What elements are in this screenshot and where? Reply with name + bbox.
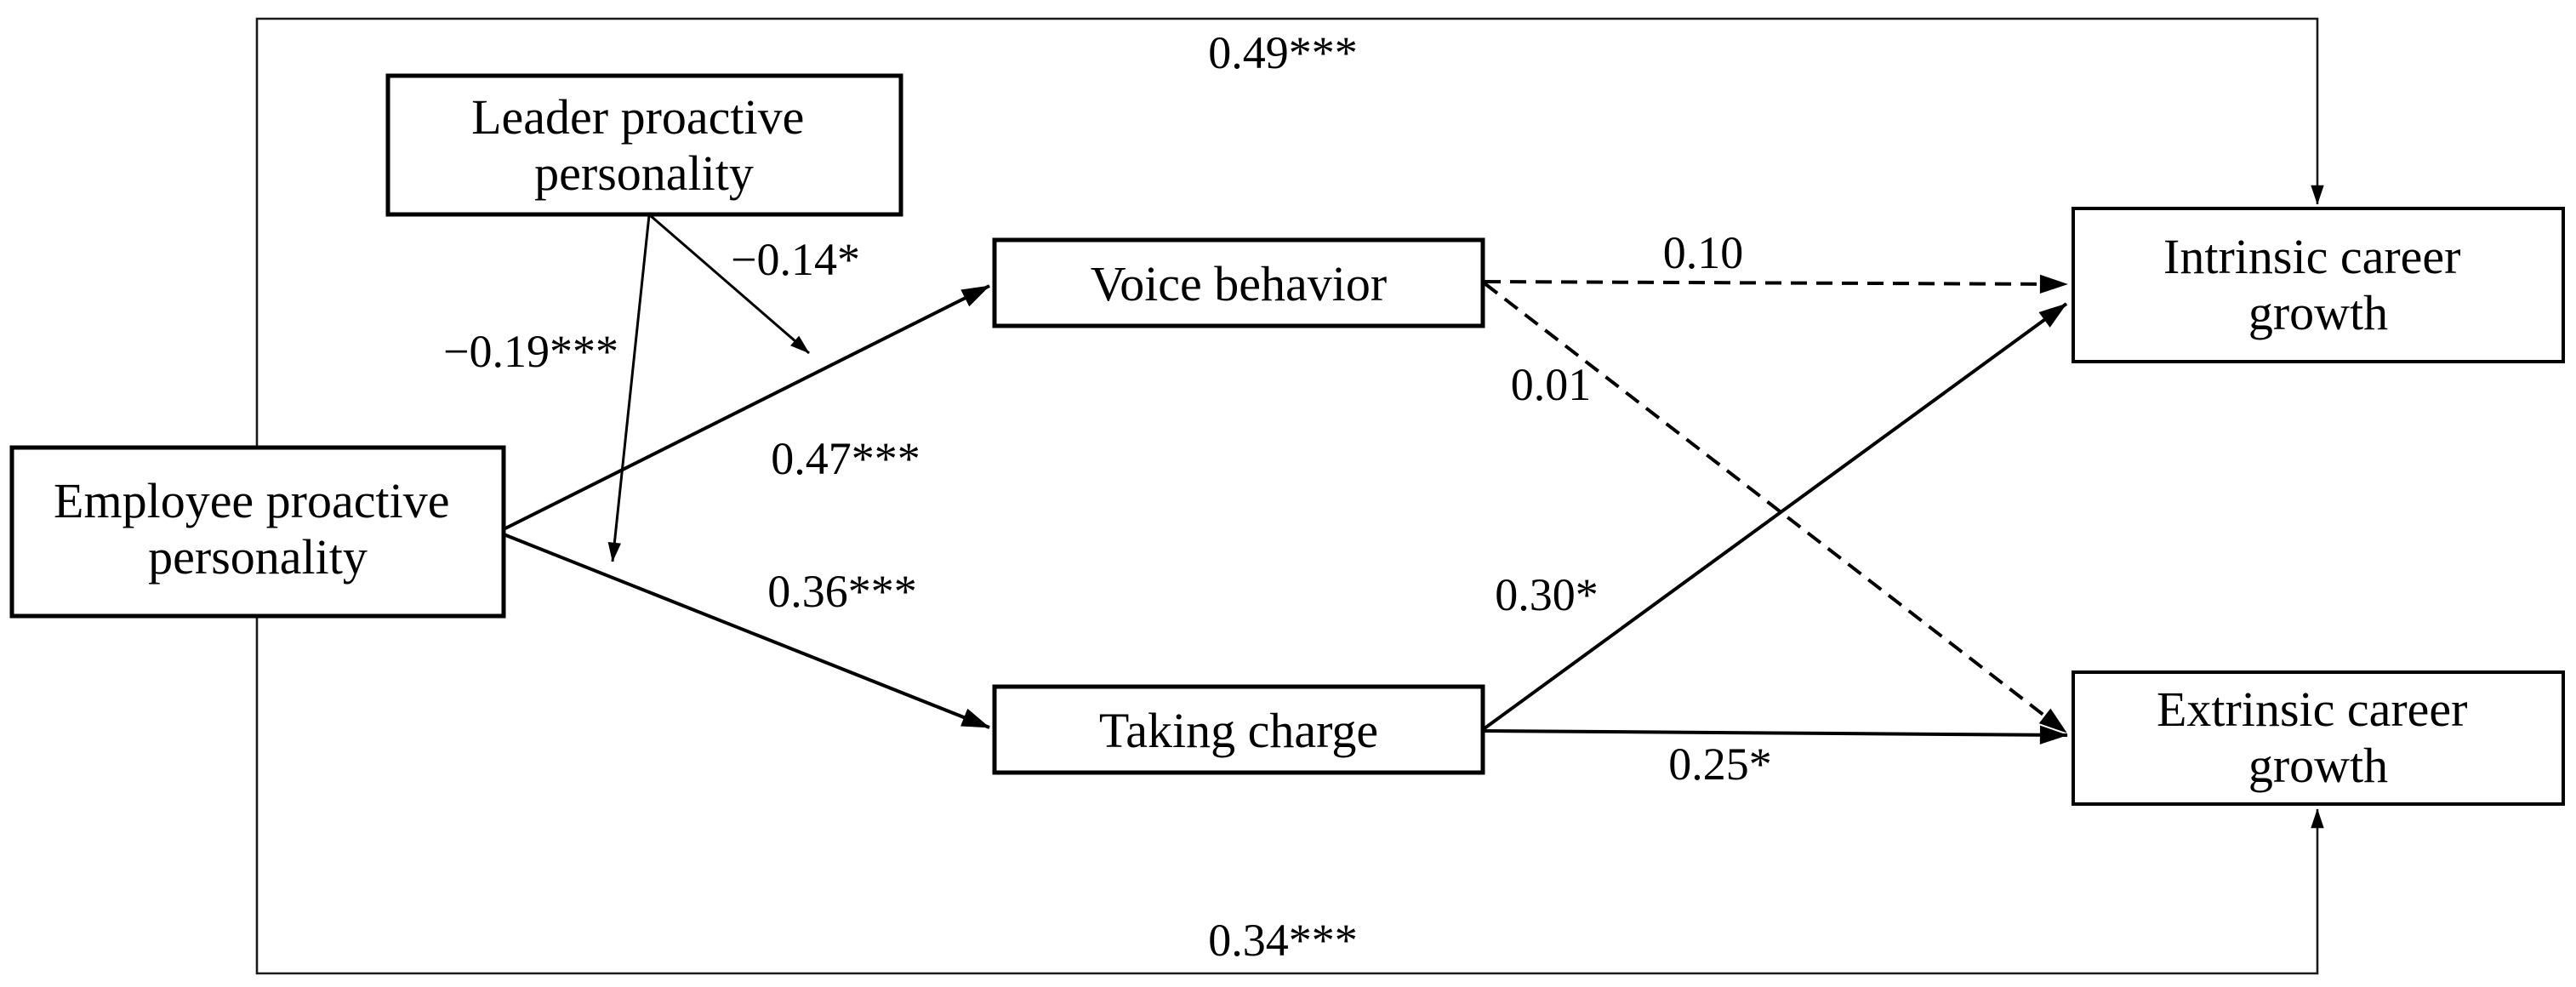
node-taking-charge: Taking charge	[992, 684, 1485, 775]
arrow-employee-to-intrinsic-direct	[255, 17, 2324, 446]
coef-leader-moderates-voice-path: −0.14*	[731, 234, 860, 285]
arrow-voice-to-intrinsic	[1484, 274, 2068, 294]
arrow-employee-to-taking	[503, 533, 990, 729]
coef-employee-extrinsic-direct: 0.34***	[1208, 915, 1358, 966]
voice-box	[992, 237, 1485, 328]
intrinsic-label: Intrinsic career growth	[2163, 229, 2473, 340]
coef-employee-intrinsic-direct: 0.49***	[1208, 27, 1358, 78]
arrow-taking-to-intrinsic	[1483, 302, 2068, 730]
coef-taking-intrinsic: 0.30*	[1495, 569, 1599, 620]
leader-label: Leader proactive personality	[471, 89, 817, 201]
coef-voice-intrinsic: 0.10	[1663, 227, 1744, 278]
node-intrinsic-career-growth: Intrinsic career growth	[2072, 207, 2565, 363]
intrinsic-box	[2072, 207, 2565, 363]
coef-leader-moderates-taking-path: −0.19***	[443, 326, 618, 377]
extrinsic-label: Extrinsic career growth	[2157, 682, 2480, 793]
mediation-paths	[503, 274, 2068, 745]
node-leader-proactive-personality: Leader proactive personality	[385, 73, 903, 217]
node-voice-behavior: Voice behavior	[992, 237, 1485, 328]
arrow-leader-onto-voice-path	[649, 214, 810, 355]
leader-box	[385, 73, 903, 217]
node-extrinsic-career-growth: Extrinsic career growth	[2072, 670, 2565, 806]
coef-taking-extrinsic: 0.25*	[1668, 739, 1772, 790]
direct-effect-paths	[255, 17, 2324, 975]
arrow-employee-to-extrinsic-direct	[255, 618, 2324, 975]
extrinsic-box	[2072, 670, 2565, 806]
taking-label: Taking charge	[1099, 703, 1378, 758]
node-employee-proactive-personality: Employee proactive personality	[9, 445, 506, 619]
employee-label: Employee proactive personality	[54, 473, 462, 585]
coef-employee-voice: 0.47***	[771, 433, 920, 484]
coef-employee-taking: 0.36***	[767, 566, 917, 617]
coefficient-labels: 0.49*** 0.34*** −0.14* −0.19*** 0.47*** …	[443, 27, 1772, 966]
arrow-leader-onto-taking-path	[607, 214, 651, 562]
arrow-taking-to-extrinsic	[1484, 725, 2068, 745]
taking-box	[992, 684, 1485, 775]
arrow-employee-to-voice	[503, 284, 990, 531]
employee-box	[9, 445, 506, 619]
arrow-voice-to-extrinsic	[1483, 282, 2068, 734]
voice-label: Voice behavior	[1091, 256, 1387, 311]
moderation-paths	[607, 214, 810, 562]
coef-voice-extrinsic: 0.01	[1511, 359, 1592, 410]
